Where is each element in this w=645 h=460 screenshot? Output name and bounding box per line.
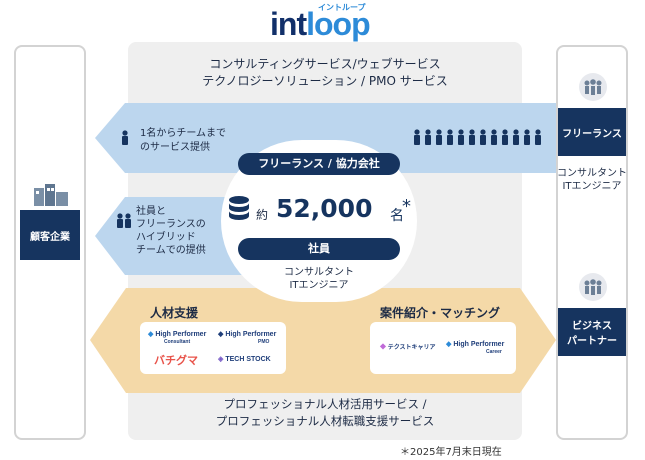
freelance-sub-2: ITエンジニア — [562, 181, 622, 192]
client-label: 顧客企業 — [20, 210, 80, 260]
top-arrow-shape — [95, 103, 556, 173]
pair-people-icon — [117, 213, 131, 228]
mid-arrow-line-1: 社員と — [136, 206, 166, 217]
partner-label-line-1: ビジネス — [572, 321, 612, 332]
service-line-2: テクノロジーソリューション / PMO サービス — [202, 74, 448, 88]
freelance-people-icon — [579, 73, 607, 101]
logo-katakana: イントループ — [318, 3, 366, 12]
business-partner-label: ビジネス パートナー — [558, 308, 626, 356]
member-count: 52,000 — [276, 194, 373, 223]
team-people-icon — [414, 129, 541, 145]
freelance-partner-pill: フリーランス / 協力会社 — [238, 153, 400, 175]
freelance-label: フリーランス — [558, 108, 626, 156]
freelance-sub-1: コンサルタント — [557, 168, 627, 179]
mid-arrow-line-2: フリーランスの — [136, 219, 206, 230]
partner-people-icon — [579, 273, 607, 301]
top-arrow-line-2: のサービス提供 — [140, 142, 210, 153]
talent-support-title: 人材支援 — [150, 306, 199, 320]
building-icon — [34, 184, 68, 206]
top-arrow-line-1: 1名からチームまで — [140, 128, 227, 139]
footnote: ＊2025年7月末日現在 — [400, 447, 502, 458]
footer-line-2: プロフェッショナル人材転職支援サービス — [215, 414, 435, 428]
partner-panel — [556, 45, 628, 440]
count-footnote-mark: * — [402, 196, 411, 217]
database-icon — [229, 196, 249, 220]
center-sub-1: コンサルタント — [284, 267, 354, 278]
count-unit: 名 — [390, 208, 404, 224]
mid-arrow-line-4: チームでの提供 — [136, 245, 206, 256]
intloop-logo: intloop — [270, 6, 371, 42]
brand-tech-stock: ◈ TECH STOCK — [218, 356, 271, 363]
employee-pill: 社員 — [238, 238, 400, 260]
footer-line-1: プロフェッショナル人材活用サービス / — [223, 397, 427, 411]
team-icons — [412, 129, 542, 147]
brand-bachiguma: バチグマ — [154, 354, 198, 367]
brand-techst-career: ◆ テクストキャリア — [380, 345, 436, 351]
mid-arrow-line-3: ハイブリッド — [136, 232, 196, 243]
matching-title: 案件紹介・マッチング — [380, 306, 501, 320]
mid-arrow-shape — [95, 197, 262, 275]
center-sub-2: ITエンジニア — [289, 280, 349, 291]
partner-label-line-2: パートナー — [567, 336, 617, 347]
count-prefix: 約 — [256, 208, 269, 222]
person-icon — [122, 130, 128, 145]
service-line-1: コンサルティングサービス/ウェブサービス — [209, 57, 441, 71]
